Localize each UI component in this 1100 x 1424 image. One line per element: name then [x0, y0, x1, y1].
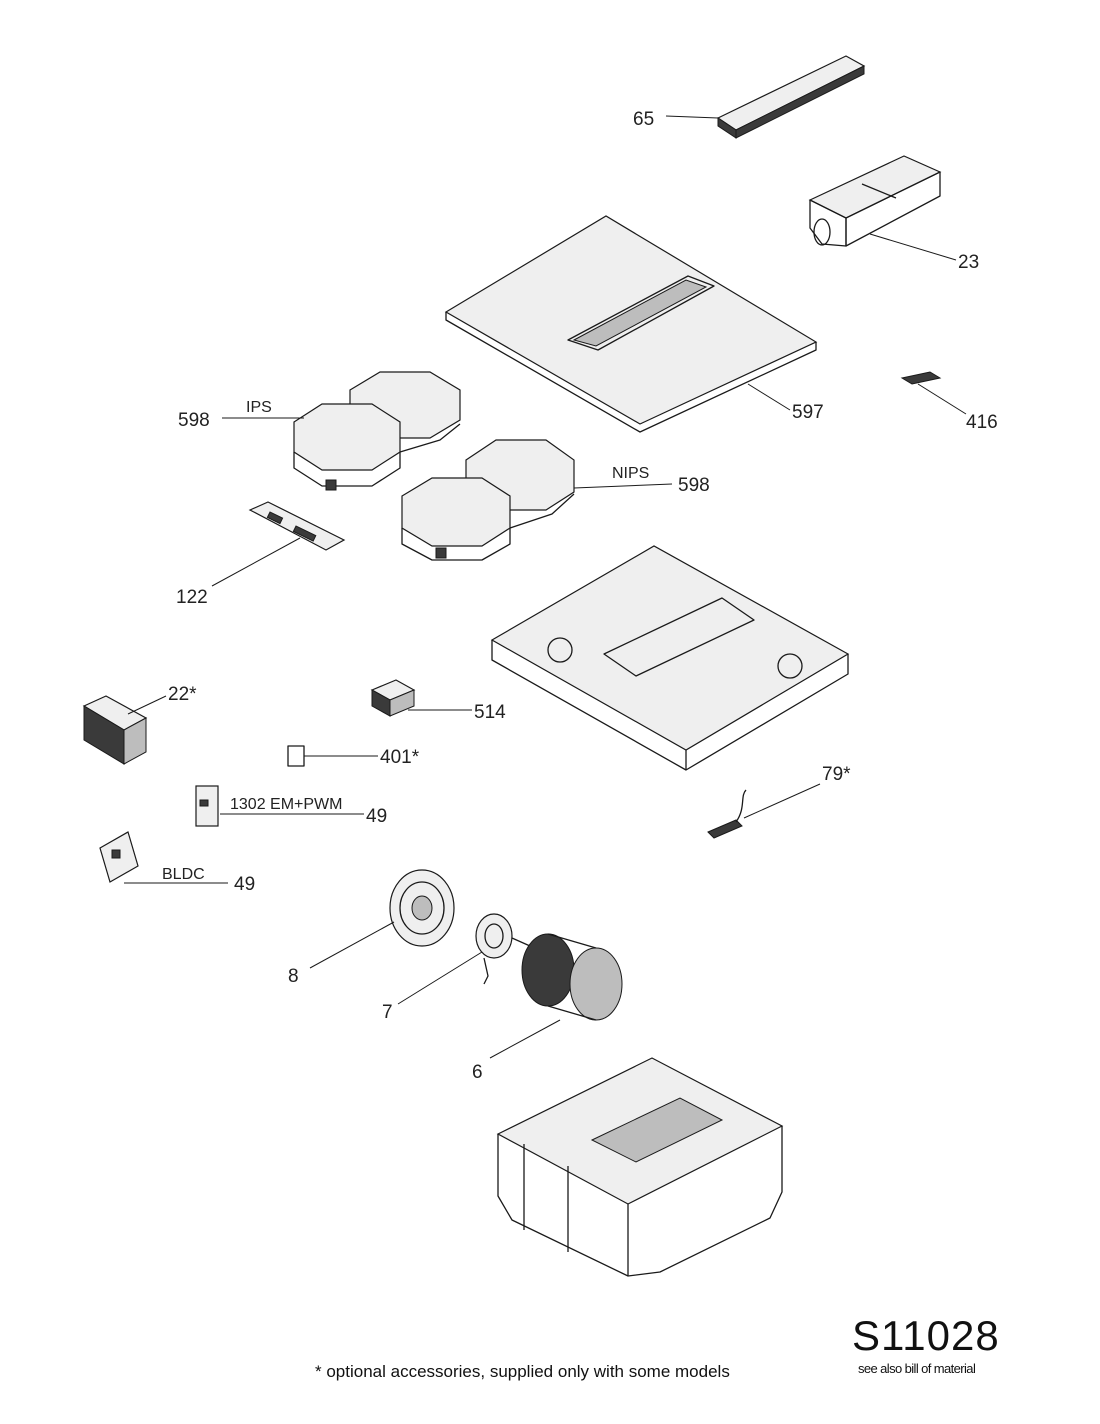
label-401: 401* — [380, 747, 420, 768]
label-49-bldc: 49 — [234, 874, 255, 895]
part-597-glass-top — [444, 215, 818, 433]
part-122-control-board — [248, 501, 346, 551]
part-401-connector — [287, 745, 305, 767]
label-597: 597 — [792, 402, 824, 423]
label-598-ips: 598 — [178, 410, 210, 431]
part-23-tray — [808, 155, 942, 247]
label-598-nips: 598 — [678, 475, 710, 496]
part-65-strip — [716, 55, 866, 139]
label-122: 122 — [176, 587, 208, 608]
label-ips: IPS — [246, 399, 272, 416]
label-bldc: BLDC — [162, 866, 205, 883]
label-6: 6 — [472, 1062, 483, 1083]
part-chassis-frame — [490, 545, 850, 771]
part-79-sensor — [707, 789, 747, 839]
part-514-module — [370, 679, 416, 717]
part-598-ips-coils — [293, 371, 461, 491]
optional-accessories-footnote: * optional accessories, supplied only wi… — [315, 1362, 730, 1381]
label-49-em-pwm: 49 — [366, 806, 387, 827]
part-49-em-pwm-board — [195, 785, 219, 827]
part-598-nips-coils — [401, 439, 575, 561]
label-416: 416 — [966, 412, 998, 433]
part-8-fan-inlet — [389, 869, 455, 947]
label-65: 65 — [633, 109, 654, 130]
part-22-filter — [82, 695, 148, 765]
label-514: 514 — [474, 702, 506, 723]
part-fan-housing — [496, 1057, 784, 1277]
label-79: 79* — [822, 764, 851, 785]
drawing-code: S11028 — [852, 1312, 1000, 1359]
drawing-note: see also bill of material — [858, 1361, 976, 1376]
part-49-bldc-board — [99, 831, 139, 883]
label-23: 23 — [958, 252, 979, 273]
part-416-clip — [900, 371, 942, 385]
label-7: 7 — [382, 1002, 393, 1023]
label-8: 8 — [288, 966, 299, 987]
part-7-motor — [475, 913, 531, 985]
label-nips: NIPS — [612, 465, 649, 482]
label-22: 22* — [168, 684, 197, 705]
part-6-blower-wheel — [521, 933, 623, 1021]
label-1302-em-pwm: 1302 EM+PWM — [230, 796, 342, 813]
